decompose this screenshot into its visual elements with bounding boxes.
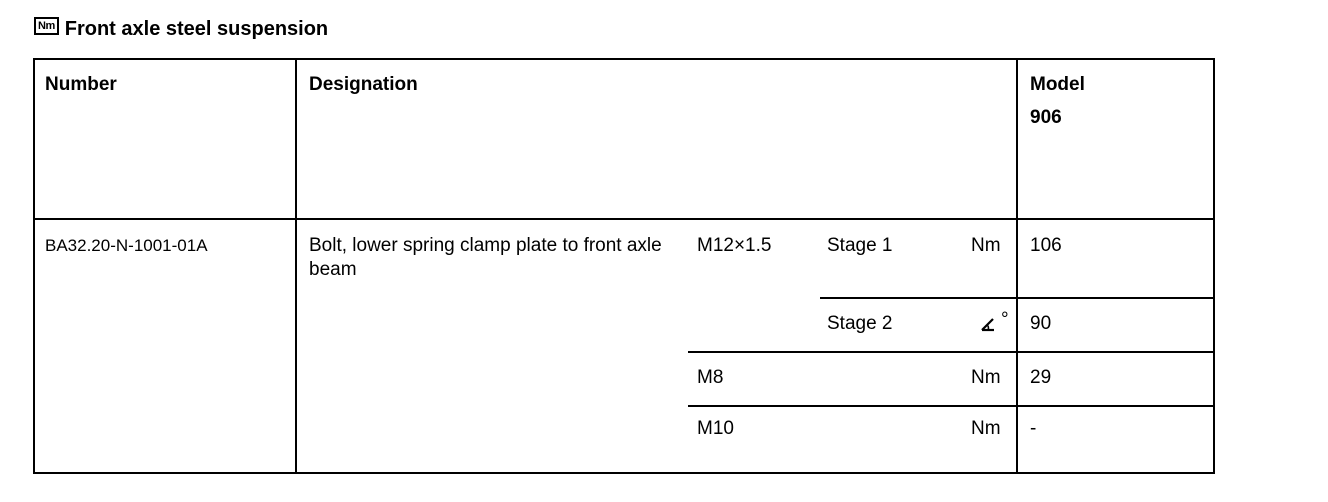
section-title: Nm Front axle steel suspension: [34, 15, 328, 43]
header-model-value: 906: [1030, 107, 1062, 128]
spec-thread: M8: [697, 367, 724, 388]
row-divider: [820, 297, 1213, 299]
spec-unit: Nm: [971, 367, 1001, 388]
header-model-label: Model: [1030, 74, 1085, 95]
spec-thread: M10: [697, 418, 734, 439]
spec-stage: Stage 1: [827, 235, 893, 256]
spec-unit: Nm: [971, 235, 1001, 256]
header-divider: [35, 218, 1213, 220]
row-designation: Bolt, lower spring clamp plate to front …: [309, 235, 662, 280]
spec-unit: °: [979, 309, 1015, 336]
row-number: BA32.20-N-1001-01A: [45, 236, 208, 255]
row-divider: [688, 351, 1213, 353]
header-number: Number: [45, 74, 117, 95]
page-title: Front axle steel suspension: [64, 17, 329, 40]
torque-nm-icon: Nm: [34, 17, 59, 35]
spec-value: 90: [1030, 313, 1052, 334]
degree-symbol: °: [1001, 309, 1009, 330]
spec-thread: M12×1.5: [697, 235, 772, 256]
angle-icon: [981, 318, 994, 332]
col-divider: [1016, 60, 1018, 472]
spec-value: 106: [1030, 235, 1062, 256]
col-divider: [295, 60, 297, 472]
torque-table: Number Designation Model 906 BA32.20-N-1…: [33, 58, 1215, 474]
header-designation: Designation: [309, 74, 418, 95]
spec-unit: Nm: [971, 418, 1001, 439]
spec-stage: Stage 2: [827, 313, 893, 334]
spec-value: -: [1030, 418, 1037, 439]
row-divider: [688, 405, 1213, 407]
spec-value: 29: [1030, 367, 1052, 388]
